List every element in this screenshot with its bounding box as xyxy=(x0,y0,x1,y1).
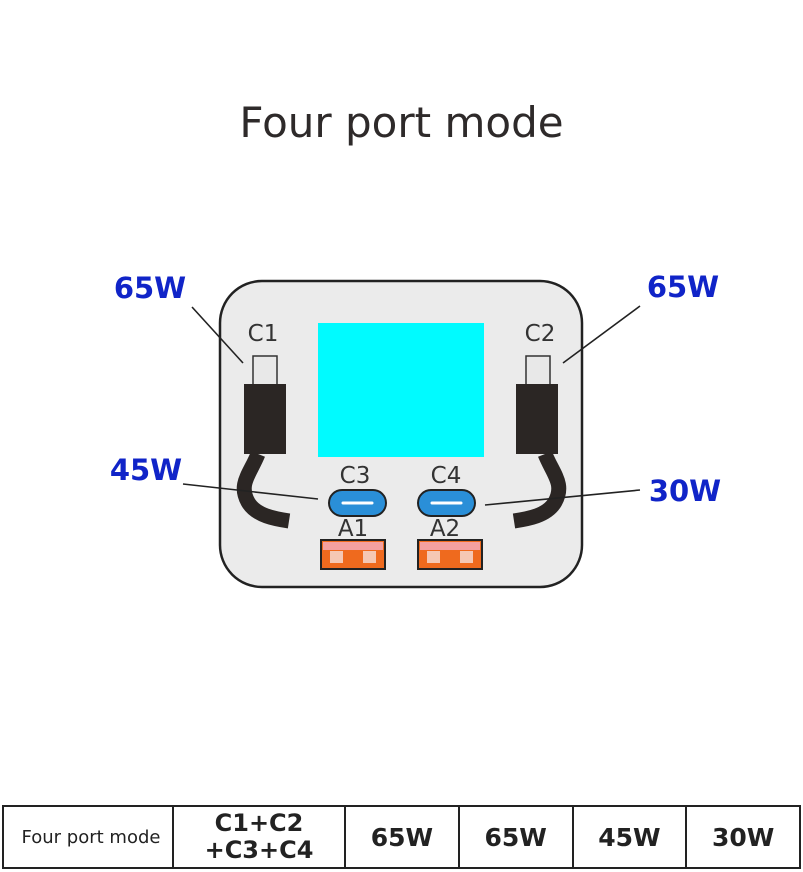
c1-watt-label: 65W xyxy=(114,271,186,305)
display-screen xyxy=(318,323,484,457)
a1-label: A1 xyxy=(338,516,368,542)
page-title: Four port mode xyxy=(239,98,564,147)
c4-leader-line xyxy=(484,489,641,506)
table-value-c1: 65W xyxy=(344,805,460,869)
c1-leader-line xyxy=(191,306,244,364)
table-combo-cell: C1+C2 +C3+C4 xyxy=(172,805,346,869)
c2-label: C2 xyxy=(525,321,556,347)
table-combo-line-1: C1+C2 xyxy=(214,809,304,837)
a1-port xyxy=(320,539,386,570)
c2-leader-line xyxy=(562,305,641,364)
c4-watt-label: 30W xyxy=(649,474,721,508)
c2-watt-label: 65W xyxy=(647,270,719,304)
c3-leader-line xyxy=(182,483,319,500)
c4-label: C4 xyxy=(431,463,462,489)
a2-label: A2 xyxy=(430,516,460,542)
a2-port xyxy=(417,539,483,570)
charger-diagram: C1 C2 C3 C4 A1 A2 65W 65W 45W 30W xyxy=(110,270,721,589)
c1-label: C1 xyxy=(248,321,279,347)
c1-cable xyxy=(236,355,291,529)
table-row: Four port mode C1+C2 +C3+C4 65W 65W 45W … xyxy=(2,805,801,869)
table-mode-label: Four port mode xyxy=(2,805,174,869)
mode-table: Four port mode C1+C2 +C3+C4 65W 65W 45W … xyxy=(2,805,801,869)
table-value-c2: 65W xyxy=(457,805,574,869)
c4-port xyxy=(417,489,476,517)
table-combo-line-2: +C3+C4 xyxy=(204,836,314,864)
table-value-c4: 30W xyxy=(685,805,801,869)
c3-label: C3 xyxy=(340,463,371,489)
c2-cable xyxy=(512,355,567,529)
c3-watt-label: 45W xyxy=(110,453,182,487)
c3-port xyxy=(328,489,387,517)
table-value-c3: 45W xyxy=(571,805,688,869)
